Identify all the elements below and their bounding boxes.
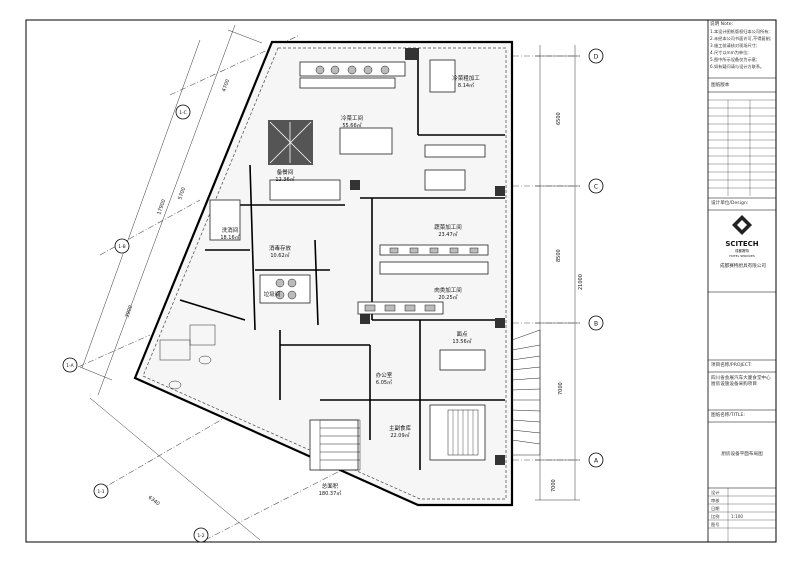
dim-left-total: 17900 [156,199,167,216]
dim-right-total: 21000 [578,274,584,290]
note-line: 3.施工前请核对现场尺寸; [710,43,758,48]
room-name: 冷菜粗加工 [452,74,480,82]
room-area: 13.56㎡ [452,338,471,345]
building-outline [133,40,514,507]
dim-right-low: 7000 [558,382,564,395]
dimension-texts: 6500 8500 7000 21000 7000 4700 5700 3900… [124,79,584,508]
dim-left-mid: 5700 [177,187,187,201]
stair-hatch [319,419,361,471]
note-line: 2.未经本公司书面许可,不得复制; [710,36,772,41]
building-inner-line [142,47,507,500]
revision-title: 图纸版本 [711,83,730,88]
dim-bottom: 6340 [147,495,161,507]
meta-key: 比例 [711,514,720,519]
dim-right-mid: 8500 [556,249,562,262]
room-name: 办公室 [376,371,393,379]
company-name: 成都赛特厨具有限公司 [720,264,766,269]
logo-wordmark: SCITECH [725,240,758,248]
meta-key: 日期 [711,506,720,511]
equipment [209,59,489,471]
title-block-lines [708,77,776,489]
room-name: 冷菜工间 [341,114,363,122]
room-name: 垃圾间 [264,290,281,298]
title-block: SCITECH 成都赛特 HOTEL SERVICES [708,77,776,542]
scitech-logo-icon: SCITECH 成都赛特 HOTEL SERVICES [725,215,759,258]
design-label: 设计单位/Design: [711,201,749,206]
room-area: 22.09㎡ [390,432,409,439]
logo-sub: 成都赛特 [735,248,749,253]
room-area: 6.05㎡ [376,379,392,386]
drawing-name: 厨房设备平面布局图 [721,452,763,457]
grid-label-1b: 1-B [118,244,125,250]
meta-table [708,488,776,542]
meta-key: 图号 [711,522,720,527]
project-name: 四川省会展汽车大厦食堂中心厨房设施设备采购项目 [711,376,771,387]
grid-label-1c: 1-C [179,110,187,116]
dim-left-top: 4700 [221,79,231,93]
floor-plan: D C B A 1-C 1-B 1-A 1-1 1-2 6500 8500 70… [62,24,604,543]
note-line: 5.图中所示设备仅为示意; [710,57,758,62]
room-name: 面点 [456,331,468,338]
dim-right-top: 6500 [556,112,562,125]
grid-label-b: B [594,321,598,328]
project-label: 项目名称/PROJECT: [711,363,752,368]
interior-walls [179,48,505,470]
meta-key: 审核 [711,498,720,503]
grid-label-d: D [594,54,599,61]
notes-title: 说明 Note: [710,22,734,27]
room-name: 主副食库 [389,424,412,432]
grid-labels: D C B A 1-C 1-B 1-A 1-1 1-2 [66,54,599,540]
meta-key: 设计 [711,490,720,495]
room-area: 23.47㎡ [438,231,457,238]
drawing-label: 图纸名称/TITLE: [711,413,745,418]
storage-shelf-lines [452,410,474,455]
grid-label-1-2: 1-2 [197,533,204,539]
room-name: 总面积 [322,482,339,490]
room-name: 消毒存放 [269,244,292,252]
room-area: 12.36㎡ [275,176,294,183]
staircase-right [511,329,541,456]
room-name: 洗消间 [222,226,239,234]
room-area: 20.25㎡ [438,294,457,301]
dim-left-low: 3900 [124,305,134,319]
logo-sub2: HOTEL SERVICES [729,254,755,258]
room-name: 蔬菜加工间 [434,223,462,231]
room-name: 肉类加工间 [434,286,462,294]
note-line: 6.如有疑问请与设计方联系。 [710,64,765,69]
left-dimension-line [79,24,263,541]
grid-label-c: C [594,184,598,191]
title-block-frame [707,19,777,543]
room-labels: 冷菜工间 55.66㎡ 冷菜粗加工 8.14㎡ 备餐间 12.36㎡ 洗消间 1… [220,74,480,497]
room-area: 8.14㎡ [458,82,474,89]
dim-bottom-right: 7000 [551,479,557,492]
grid-bubbles [62,48,604,543]
meta-value: 1:100 [731,514,744,519]
notes-section: 说明 Note: 1.本设计图纸版权归本公司所有; 2.未经本公司书面许可,不得… [710,22,774,77]
room-area: 55.66㎡ [342,122,361,129]
note-line: 1.本设计图纸版权归本公司所有; [710,29,770,34]
restroom-fixtures [159,324,216,390]
room-area: 18.16㎡ [220,234,239,241]
grid-label-1-1: 1-1 [97,489,104,495]
revision-table [708,99,776,196]
room-name: 备餐间 [277,168,294,176]
grid-label-1a: 1-A [66,363,74,369]
grid-label-a: A [594,458,599,465]
note-line: 4.尺寸以mm为单位; [710,50,749,55]
equipment-details [275,65,479,456]
column-hatch [269,121,312,164]
room-area: 180.37㎡ [319,490,342,497]
room-area: 10.62㎡ [270,252,289,259]
